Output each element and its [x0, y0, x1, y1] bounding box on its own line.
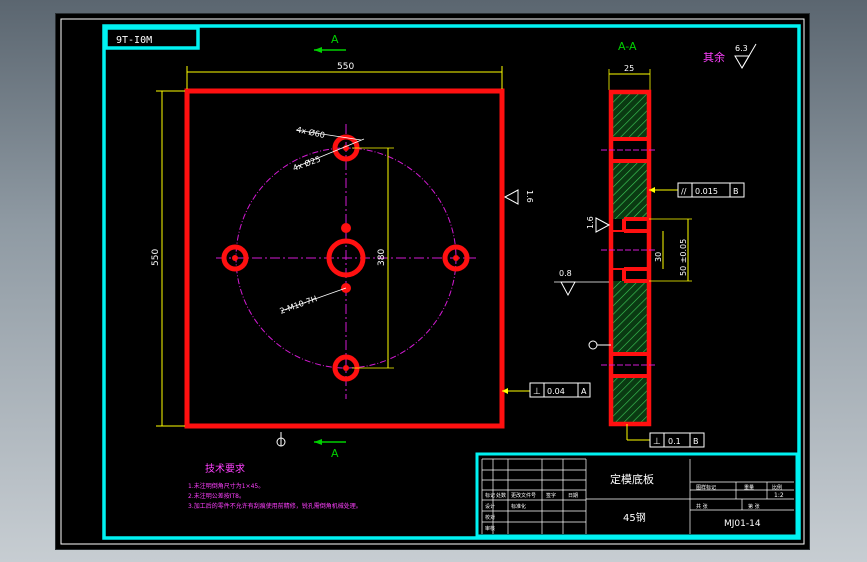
stamp-text: 9T-I0M	[116, 35, 152, 46]
tol-parallel-frame	[677, 182, 745, 198]
title-block: 标记 处数 更改文件号 签字 日期 设计 标准化 校对 审核 定模底板 45钢 …	[475, 452, 799, 538]
tol-perp-value: 0.04	[547, 387, 565, 396]
tb-qty: 处数	[496, 492, 506, 499]
dim-pcd-text: 380	[377, 249, 387, 266]
dim-tap-text: 2-M10-7H	[279, 294, 319, 316]
rest-roughness-symbol	[734, 55, 750, 69]
tb-header-weight: 重量	[744, 484, 754, 491]
roughness-bore-symbol	[595, 217, 611, 233]
tb-change-doc: 更改文件号	[511, 492, 536, 499]
tol-perp2-symbol: ⊥	[653, 437, 661, 447]
tb-date: 日期	[568, 493, 578, 499]
cad-viewport[interactable]: 9T-I0M 550 550 380 4x Ø60 4x Ø25 2-M10-7…	[55, 13, 810, 550]
tb-standard: 标准化	[511, 503, 526, 510]
hole-right	[442, 244, 470, 272]
tb-sheet-total: 共 张	[696, 503, 708, 510]
tb-sign: 签字	[546, 492, 556, 499]
tol-perp-frame	[529, 382, 591, 398]
sheet-outer-border	[60, 18, 805, 545]
tol-parallel-datum: B	[733, 187, 739, 196]
tol-perp-symbol: ⊥	[533, 387, 541, 397]
datum-b-symbol	[588, 340, 598, 350]
tb-part-name: 定模底板	[610, 472, 654, 486]
tol-perp2-datum: B	[693, 437, 699, 446]
dim-depth30-text: 30	[654, 252, 663, 262]
tb-header-scale: 比例	[772, 484, 782, 491]
tb-sheet-no: 第 张	[748, 503, 760, 510]
rest-roughness-text: 6.3	[735, 44, 748, 53]
roughness-face-symbol	[560, 281, 576, 297]
tb-drawing-no: MJ01-14	[724, 519, 761, 529]
section-label-top: A	[331, 33, 339, 46]
sheet-inner-border	[102, 24, 801, 540]
tol-perp-datum: A	[581, 387, 587, 396]
center-bore	[326, 238, 366, 278]
tb-check: 校对	[485, 514, 495, 521]
dim-width-text: 550	[337, 62, 354, 72]
dim-height-text: 550	[151, 249, 161, 266]
tb-design: 设计	[485, 503, 495, 510]
roughness-face-text: 0.8	[559, 269, 572, 278]
section-view-title: A-A	[618, 40, 637, 53]
tol-perp2-frame	[649, 432, 705, 448]
tol-perp2-value: 0.1	[668, 437, 681, 446]
tb-mark: 标记	[485, 492, 495, 499]
tb-header-mark: 图样标记	[696, 484, 716, 491]
roughness-side-text: 1.6	[525, 190, 534, 203]
tb-material: 45钢	[623, 511, 646, 524]
tol-parallel-symbol: //	[681, 187, 687, 196]
section-outline	[608, 89, 652, 427]
hole-left	[221, 244, 249, 272]
roughness-side-symbol	[503, 189, 519, 205]
notes-line-1: 1.未注明倒角尺寸为1×45。	[188, 482, 264, 490]
rest-label: 其余	[703, 50, 725, 64]
tapped-hole-upper	[341, 223, 351, 233]
notes-line-2: 2.未注明公差按IT8。	[188, 492, 245, 500]
dim-hole-text: 4x Ø25	[291, 154, 322, 173]
dim-thickness-text: 25	[624, 64, 634, 73]
dim-depth50-text: 50 ±0.05	[679, 239, 688, 276]
roughness-bore-text: 1.6	[586, 216, 595, 229]
dim-cb-text: 4x Ø60	[296, 124, 326, 140]
stamp-box	[104, 26, 200, 50]
notes-line-3: 3.加工后的零件不允许有刮痕使用前精修，锐孔需倒角机械处理。	[188, 502, 362, 510]
drawing-canvas: 9T-I0M 550 550 380 4x Ø60 4x Ø25 2-M10-7…	[60, 18, 805, 545]
plate-outline	[184, 88, 505, 429]
notes-title: 技术要求	[205, 462, 245, 475]
tol-parallel-value: 0.015	[695, 187, 718, 196]
tb-scale: 1:2	[774, 492, 784, 499]
tb-review: 审核	[485, 525, 495, 532]
section-label-bottom: A	[331, 447, 339, 460]
